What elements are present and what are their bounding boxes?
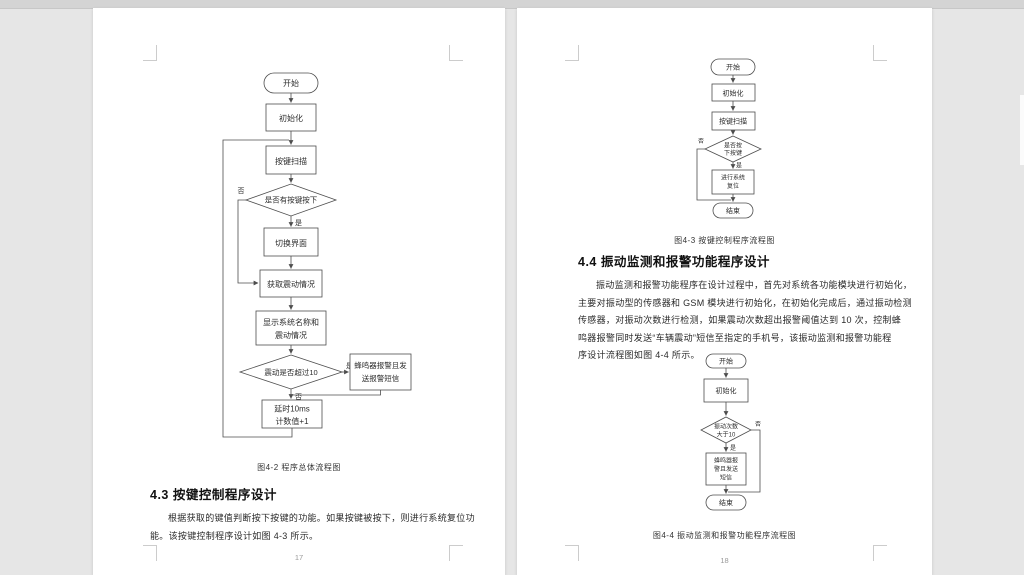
no-branch-edge — [728, 429, 761, 493]
crop-mark-top-right — [873, 45, 887, 61]
figure-caption-4-4: 图4-4 振动监测和报警功能程序流程图 — [652, 531, 797, 540]
top-bar — [0, 0, 1024, 9]
start-node-label: 开始 — [726, 63, 740, 72]
switch-ui-label: 切换界面 — [275, 238, 307, 248]
scan-node-label: 按键扫描 — [719, 117, 747, 126]
paragraph-line: 鸣器报警同时发送“车辆震动”短信至指定的手机号，该振动监测和报警功能程 — [578, 332, 892, 343]
page-number: 18 — [720, 556, 729, 565]
no-branch-edge — [237, 199, 259, 286]
section-heading-4-3: 4.3 按键控制程序设计 — [150, 488, 277, 502]
system-reset-node — [711, 169, 755, 195]
switch-ui-node — [263, 227, 319, 257]
flowchart-figure-4-4: 开始 初始化 振动次数 大于10 否 是 蜂鸣器报 警且发送 短信 结束 — [700, 353, 761, 511]
vibration-count-label-line2: 大于10 — [717, 431, 736, 439]
end-node-label: 结束 — [719, 498, 733, 507]
section-heading-4-4: 4.4 振动监测和报警功能程序设计 — [578, 255, 770, 269]
document-page-17: 开始 初始化 按键扫描 是否有按键按下 否 是 切换界面 获取震动情况 显示系统… — [93, 8, 505, 575]
init-node-label: 初始化 — [279, 113, 303, 123]
crop-mark-top-left — [143, 45, 157, 61]
get-vibration-label: 获取震动情况 — [267, 279, 315, 289]
flowchart-figure-4-3: 开始 初始化 按键扫描 是否按 下按键 否 是 进行系统 复位 结束 — [696, 58, 762, 219]
scan-node — [711, 111, 756, 131]
init-node — [711, 83, 756, 102]
init-node-label: 初始化 — [716, 386, 737, 395]
system-reset-label-line2: 复位 — [727, 182, 739, 190]
no-edge-label: 否 — [755, 421, 761, 428]
yes-edge-label: 是 — [295, 219, 302, 227]
paragraph-line: 序设计流程图如图 4-4 所示。 — [578, 350, 700, 360]
crop-mark-top-right — [449, 45, 463, 61]
end-node — [705, 494, 747, 511]
scan-node-label: 按键扫描 — [275, 156, 307, 166]
init-node-label: 初始化 — [723, 89, 744, 98]
alarm-return-edge — [292, 390, 381, 396]
document-page-18: 开始 初始化 按键扫描 是否按 下按键 否 是 进行系统 复位 结束 图4-3 … — [517, 8, 932, 575]
yes-edge-label: 是 — [730, 445, 736, 452]
figure-caption-4-2: 图4-2 程序总体流程图 — [257, 463, 341, 472]
yes-edge-label: 是 — [346, 362, 353, 370]
display-node — [255, 310, 327, 346]
no-edge-label: 否 — [238, 187, 245, 195]
alarm-sms-label-line2: 送报警短信 — [362, 373, 400, 383]
init-node — [265, 103, 317, 132]
end-node-label: 结束 — [726, 206, 740, 215]
key-decision-label-line2: 下按键 — [724, 149, 742, 157]
delay-label-line2: 计数值+1 — [275, 416, 309, 426]
crop-mark-bottom-right — [873, 545, 887, 561]
vibration-count-label-line1: 振动次数 — [714, 423, 738, 431]
crop-mark-bottom-right — [449, 545, 463, 561]
yes-edge-label: 是 — [736, 163, 742, 170]
scrollbar-thumb[interactable] — [1020, 95, 1024, 165]
paragraph-line: 根据获取的键值判断按下按键的功能。如果按键被按下，则进行系统复位功 — [168, 513, 475, 523]
key-decision-label-line1: 是否按 — [724, 142, 742, 150]
start-node-label: 开始 — [283, 78, 299, 88]
scan-node — [265, 145, 317, 175]
alarm-sms-label-line3: 短信 — [720, 474, 732, 482]
delay-node — [261, 399, 323, 429]
paragraph-line: 能。该按键控制程序设计如图 4-3 所示。 — [150, 531, 319, 541]
system-reset-label-line1: 进行系统 — [721, 174, 745, 182]
alarm-sms-label-line1: 蜂鸣器报警且发 — [354, 360, 407, 370]
figure-caption-4-3: 图4-3 按键控制程序流程图 — [674, 236, 775, 245]
paragraph-line: 振动监测和报警功能程序在设计过程中，首先对系统各功能模块进行初始化， — [596, 280, 913, 290]
crop-mark-top-left — [565, 45, 579, 61]
display-label-line2: 震动情况 — [275, 330, 307, 340]
alarm-sms-label-line1: 蜂鸣器报 — [714, 457, 738, 465]
no-edge-label: 否 — [698, 138, 704, 145]
end-node — [712, 202, 754, 219]
no-branch-edge — [696, 148, 731, 201]
paragraph-line: 主要对振动型的传感器和 GSM 模块进行初始化，在初始化完成后，通过振动检测 — [578, 297, 912, 308]
alarm-sms-node — [349, 353, 412, 391]
crop-mark-bottom-left — [143, 545, 157, 561]
no-edge-label: 否 — [295, 393, 302, 401]
key-decision-label: 是否有按键按下 — [265, 195, 318, 205]
loop-back-edge — [222, 139, 293, 438]
page-number: 17 — [294, 553, 304, 562]
alarm-sms-node — [705, 452, 747, 486]
flowchart-figure-4-2: 开始 初始化 按键扫描 是否有按键按下 否 是 切换界面 获取震动情况 显示系统… — [222, 72, 412, 438]
paragraph-line: 传感器，对振动次数进行检测，如果震动次数超出报警阈值达到 10 次，控制蜂 — [578, 315, 902, 325]
crop-mark-bottom-left — [565, 545, 579, 561]
delay-label-line1: 延时10ms — [274, 404, 310, 414]
vibration-decision-label: 震动是否超过10 — [264, 367, 317, 377]
start-node-label: 开始 — [719, 357, 733, 366]
display-label-line1: 显示系统名称和 — [263, 317, 319, 327]
alarm-sms-label-line2: 警且发送 — [714, 465, 738, 473]
